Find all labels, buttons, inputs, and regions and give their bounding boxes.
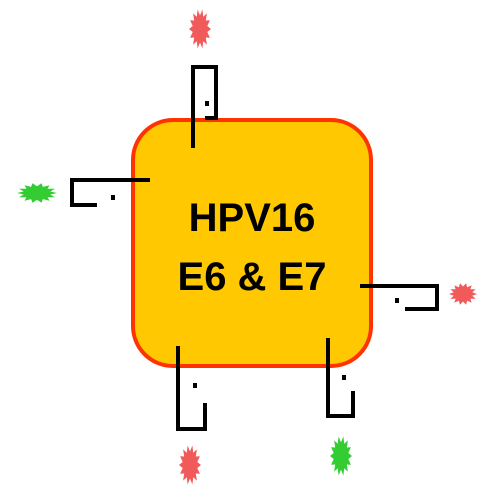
hook-left [70,178,150,207]
red-star-icon [449,283,477,305]
green-star-icon [17,183,57,203]
hook-bottom-right [326,338,355,418]
protein-box [131,118,373,368]
hook-bottom-left [176,346,207,431]
hook-top [191,65,218,148]
red-star-icon [189,9,211,49]
red-star-icon [179,445,201,485]
green-star-icon [330,436,352,476]
hook-right [360,284,439,311]
box-label-line1: HPV16 [189,196,316,240]
box-label-line2: E6 & E7 [178,255,327,299]
